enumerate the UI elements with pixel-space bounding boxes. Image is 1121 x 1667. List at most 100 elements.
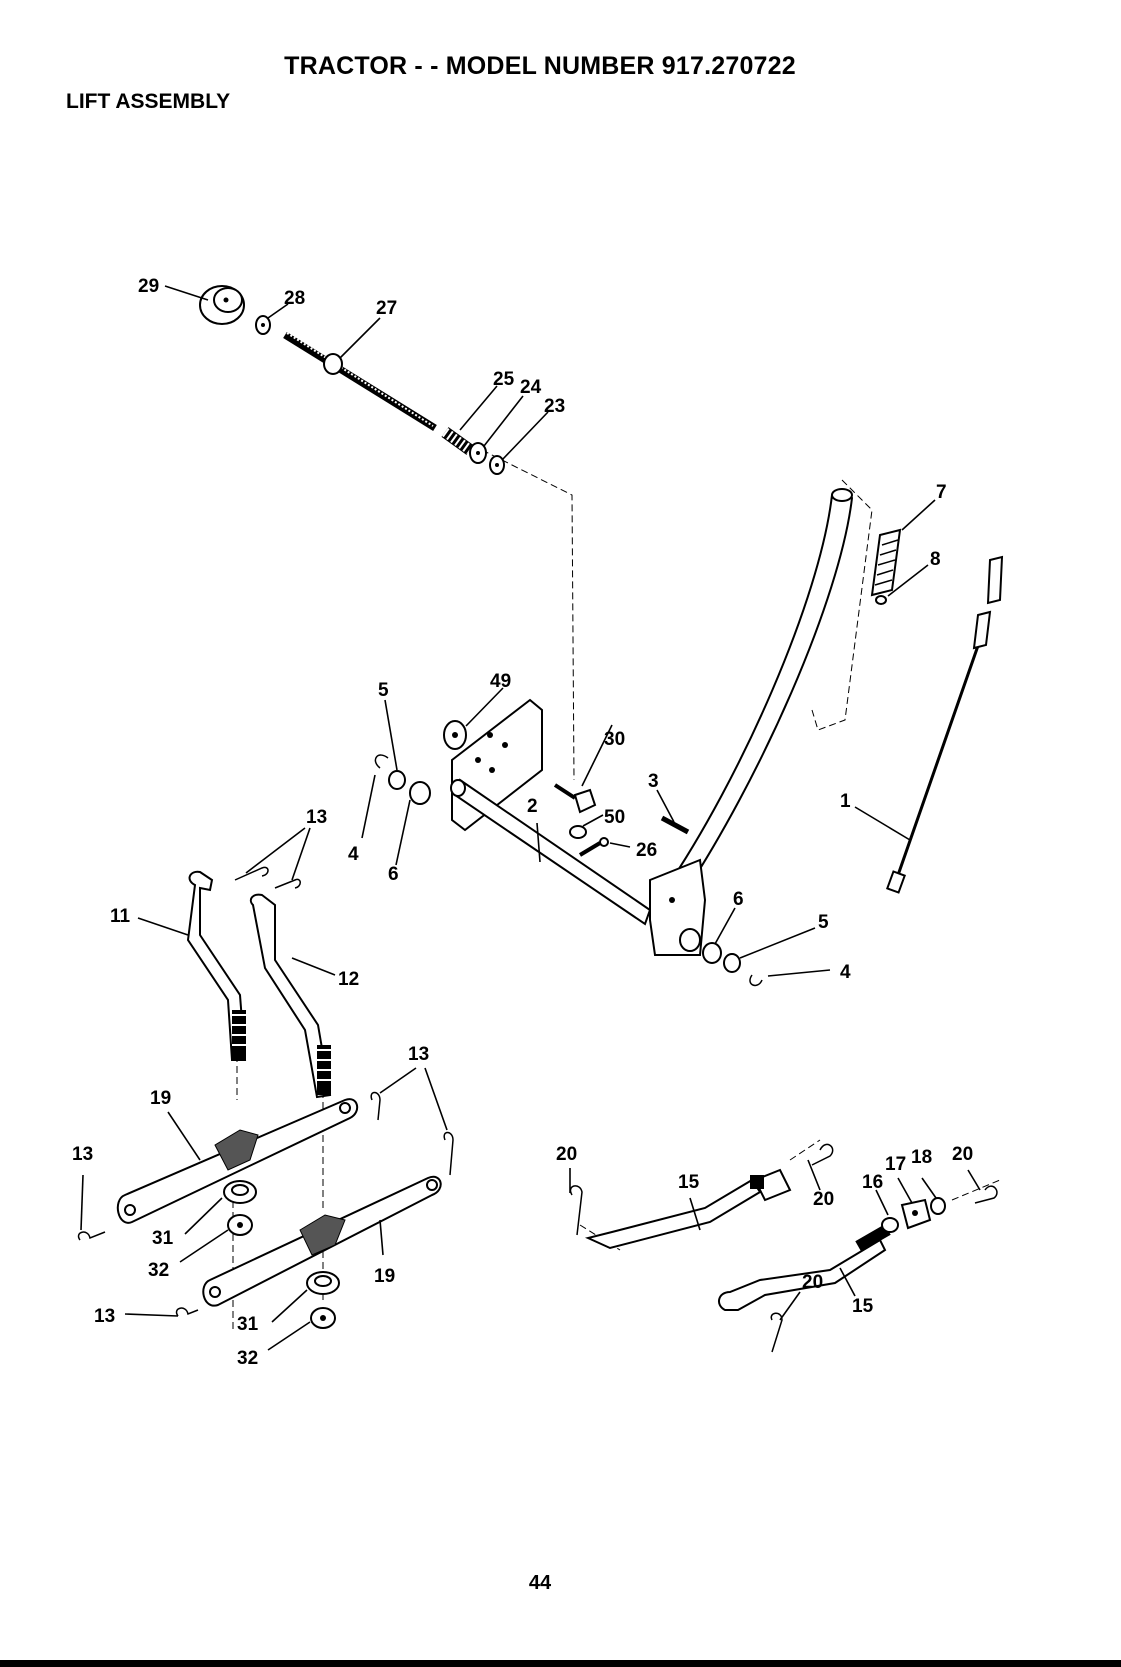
callout-30: 30 xyxy=(604,729,625,750)
leader-17 xyxy=(898,1178,912,1203)
callout-8: 8 xyxy=(930,549,941,570)
leader-4a xyxy=(362,775,375,838)
callout-20-lower: 20 xyxy=(802,1272,823,1293)
swivel-30 xyxy=(555,785,595,812)
callout-16: 16 xyxy=(862,1172,883,1193)
callout-17: 17 xyxy=(885,1154,906,1175)
lift-handle xyxy=(665,489,852,900)
leader-27 xyxy=(340,318,380,358)
leader-20c xyxy=(968,1170,980,1190)
leader-4b xyxy=(768,970,830,976)
bracket-stud-49 xyxy=(444,721,466,749)
leader-13b2 xyxy=(425,1068,447,1130)
leader-5a xyxy=(385,700,397,770)
callout-24: 24 xyxy=(520,377,542,398)
leader-29 xyxy=(165,286,208,300)
leader-19b xyxy=(380,1220,383,1255)
callout-4b: 4 xyxy=(840,962,851,983)
callout-20-left: 20 xyxy=(556,1144,577,1165)
callout-23: 23 xyxy=(544,396,565,417)
callout-31-upper: 31 xyxy=(152,1228,174,1249)
lift-link-11 xyxy=(188,872,246,1060)
bushing-31-upper xyxy=(224,1181,256,1203)
callout-12: 12 xyxy=(338,969,359,990)
spring-25 xyxy=(445,432,470,450)
nut-16 xyxy=(882,1218,898,1232)
nut-18 xyxy=(931,1198,945,1214)
callout-6a: 6 xyxy=(388,864,399,885)
bushing-31-lower xyxy=(307,1272,339,1294)
callout-4a: 4 xyxy=(348,844,359,865)
leader-1 xyxy=(855,807,910,840)
callout-25: 25 xyxy=(493,369,515,390)
lift-link-12 xyxy=(251,895,331,1097)
callout-2: 2 xyxy=(527,796,538,817)
callout-13-bottom: 13 xyxy=(94,1306,115,1327)
adjustment-knob xyxy=(200,286,244,324)
page-number: 44 xyxy=(0,1572,1080,1595)
callout-13-left: 13 xyxy=(72,1144,93,1165)
leader-49 xyxy=(466,688,503,726)
callout-19-upper: 19 xyxy=(150,1088,171,1109)
nut-32-upper xyxy=(228,1215,252,1235)
clip-13-top xyxy=(235,867,300,888)
leader-18 xyxy=(922,1178,936,1198)
callout-32-upper: 32 xyxy=(148,1260,169,1281)
callout-1: 1 xyxy=(840,791,851,812)
callout-31-lower: 31 xyxy=(237,1314,259,1335)
leader-16 xyxy=(876,1190,888,1215)
leader-25 xyxy=(460,386,497,430)
lift-arm-19-upper xyxy=(118,1099,357,1223)
callout-18: 18 xyxy=(911,1147,932,1168)
callout-13-mid: 13 xyxy=(408,1044,429,1065)
leader-11 xyxy=(138,918,188,935)
callout-20-right: 20 xyxy=(952,1144,973,1165)
nut-23 xyxy=(490,456,504,474)
callout-5a: 5 xyxy=(378,680,389,701)
handle-grip xyxy=(872,530,900,595)
callout-28: 28 xyxy=(284,288,305,309)
callout-5b: 5 xyxy=(818,912,829,933)
leader-5b xyxy=(740,928,815,958)
washer-24 xyxy=(470,443,486,463)
callout-15-lower: 15 xyxy=(852,1296,874,1317)
leader-13b xyxy=(380,1068,416,1093)
leader-31b xyxy=(272,1290,307,1322)
leader-24 xyxy=(484,396,523,446)
callout-15-upper: 15 xyxy=(678,1172,700,1193)
callout-11: 11 xyxy=(110,906,131,927)
callout-50: 50 xyxy=(604,807,625,828)
bolt-26 xyxy=(580,838,608,855)
leader-23 xyxy=(502,412,548,460)
callout-3: 3 xyxy=(648,771,659,792)
leader-20d xyxy=(780,1292,800,1320)
callout-32-lower: 32 xyxy=(237,1348,258,1369)
leader-13c xyxy=(81,1175,83,1230)
callout-6b: 6 xyxy=(733,889,744,910)
pin-3 xyxy=(662,818,688,832)
grip-pin xyxy=(876,596,886,604)
alignment-line xyxy=(790,1140,820,1160)
callout-26: 26 xyxy=(636,840,657,861)
bottom-rule xyxy=(0,1660,1121,1667)
block-17 xyxy=(902,1200,930,1228)
nut-32-lower xyxy=(311,1308,335,1328)
leader-32b xyxy=(268,1322,310,1350)
adjustment-rod xyxy=(285,333,435,428)
leader-6b xyxy=(715,908,735,944)
leader-12 xyxy=(292,958,335,975)
leader-32a xyxy=(180,1230,228,1262)
leader-19a xyxy=(168,1112,200,1160)
nut-50 xyxy=(570,826,586,838)
leader-31a xyxy=(185,1198,222,1234)
leader-50 xyxy=(583,815,603,826)
lift-shaft xyxy=(451,780,650,924)
callout-19-lower: 19 xyxy=(374,1266,395,1287)
callout-7: 7 xyxy=(936,482,947,503)
leader-6a xyxy=(396,800,410,865)
clip-pin-left xyxy=(375,755,430,804)
callout-29: 29 xyxy=(138,276,159,297)
washer-28 xyxy=(256,316,270,334)
callout-49: 49 xyxy=(490,671,511,692)
